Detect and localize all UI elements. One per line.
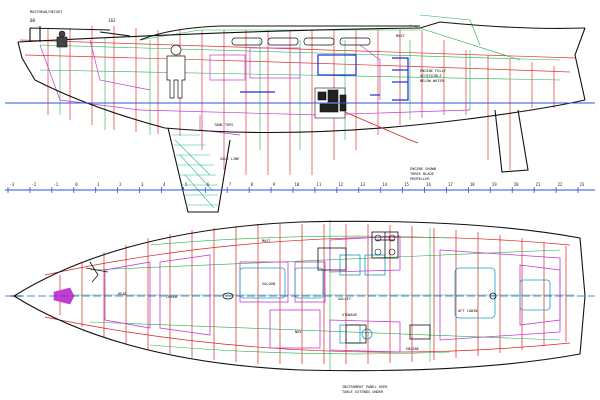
label-right-marker: 162 <box>108 18 116 23</box>
plan-black-details <box>222 231 497 344</box>
scale-tick-label: 8 <box>251 182 254 187</box>
bottom-note-line-1: INSTRUMENT PANEL OVER <box>342 385 388 389</box>
scale-tick-label: 23 <box>580 182 585 187</box>
scale-tick-label: 13 <box>360 182 365 187</box>
scale-tick-label: 19 <box>492 182 497 187</box>
scale-tick-label: 4 <box>163 182 166 187</box>
profile-accommodation <box>39 39 471 136</box>
label-galley: GALLEY <box>338 297 352 301</box>
profile-hull-outline <box>17 21 586 213</box>
scale-tick-label: 21 <box>536 182 541 187</box>
profile-view: MASTHEAD/HEIGHT 00 162 TANK TOPS SOLE LI… <box>5 10 595 213</box>
scale-tick-label: 0 <box>75 182 78 187</box>
plan-accommodation <box>104 235 561 353</box>
scale-tick-label: 9 <box>273 182 276 187</box>
engine-note-line-1: ENGINE SHOWN <box>410 167 436 171</box>
label-head: HEAD <box>118 292 127 296</box>
scale-tick-label: 7 <box>229 182 232 187</box>
scale-tick-label: 15 <box>404 182 409 187</box>
side-note-line-1: ENGINE FULLY <box>420 69 447 73</box>
scale-tick-label: 1 <box>97 182 100 187</box>
stove-burners <box>374 234 396 256</box>
label-left-marker: 00 <box>30 18 36 23</box>
scale-tick-label: -2 <box>31 182 36 187</box>
scale-tick-label: 5 <box>185 182 188 187</box>
keel-hatching <box>172 134 218 209</box>
label-nav: NAV <box>295 330 302 334</box>
person-figure-cockpit <box>56 30 68 48</box>
engine-note-line-2: THREE BLADE <box>410 172 434 176</box>
scale-tick-label: 6 <box>207 182 210 187</box>
scale-tick-label: 14 <box>382 182 387 187</box>
side-note-line-3: BELOW WATER <box>420 79 445 83</box>
label-aft-cabin: AFT CABIN <box>458 309 477 313</box>
scale-tick-label: 11 <box>316 182 321 187</box>
bottom-note-line-2: TABLE EXTENDS UNDER <box>342 390 384 394</box>
plan-station-lines <box>44 224 571 364</box>
plan-view: MAST SALOON GALLEY NAV HEAD STOWAGE AFT … <box>5 220 595 394</box>
person-figure-standing <box>166 44 186 99</box>
label-mast: MAST <box>396 34 405 38</box>
profile-blue-equipment <box>240 54 409 101</box>
label-chain: CHAIN <box>166 295 177 299</box>
label-stowage: STOWAGE <box>342 313 357 317</box>
scale-tick-label: 12 <box>338 182 343 187</box>
scale-tick-label: 17 <box>448 182 453 187</box>
profile-portlights <box>231 37 371 46</box>
label-sole: SOLE LINE <box>220 157 239 161</box>
scale-tick-label: 3 <box>141 182 144 187</box>
scale-tick-label: 2 <box>119 182 122 187</box>
scale-tick-label: 16 <box>426 182 431 187</box>
scale-tick-label: -3 <box>10 182 15 187</box>
label-tank-tops: TANK TOPS <box>214 123 233 127</box>
scale-tick-label: -1 <box>53 182 58 187</box>
scale-tick-label: 22 <box>558 182 563 187</box>
side-note-line-2: ACCESSIBLE <box>420 74 442 78</box>
label-mast-plan: MAST <box>262 239 271 243</box>
label-saloon: SALOON <box>262 282 275 286</box>
scale-tick-label: 18 <box>470 182 475 187</box>
scale-tick-label: 20 <box>514 182 519 187</box>
label-engine: ENGINE <box>406 347 419 351</box>
prop-shaft <box>344 111 419 144</box>
bow-arrow-icon <box>85 261 109 283</box>
profile-structure-grid <box>39 14 561 150</box>
engine-note-line-3: PROPELLER <box>410 177 430 181</box>
scale-tick-label: 10 <box>295 182 300 187</box>
label-masthead: MASTHEAD/HEIGHT <box>30 10 63 14</box>
